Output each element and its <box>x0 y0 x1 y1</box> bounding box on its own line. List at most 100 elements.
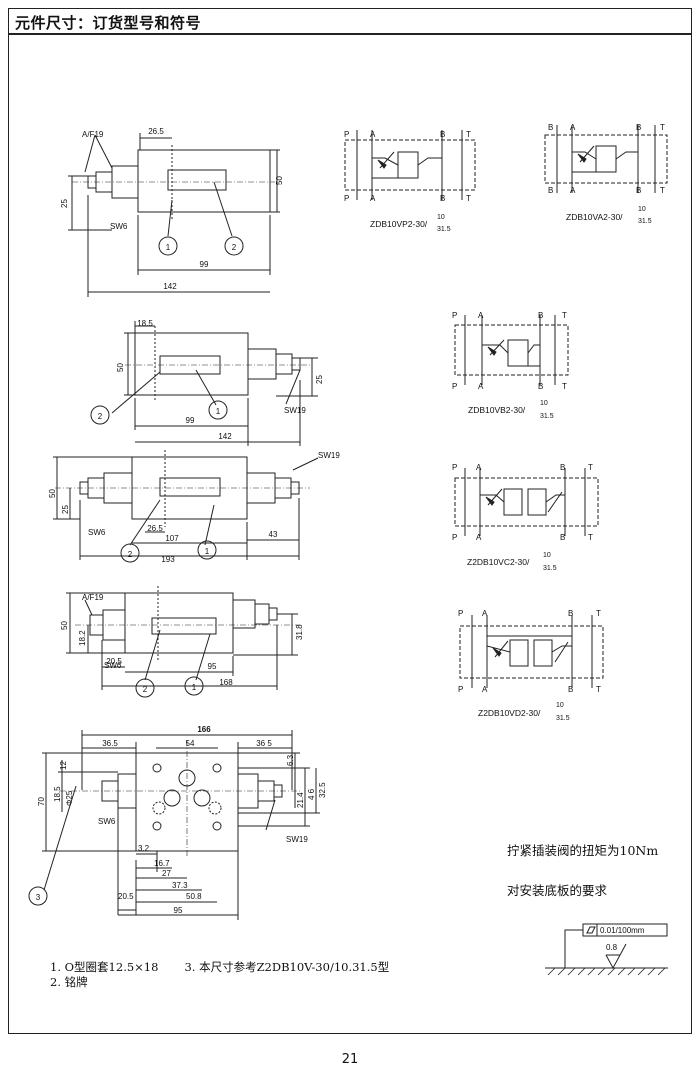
v4-dim-31-8: 31.8 <box>295 624 304 640</box>
v4-dim-50: 50 <box>60 621 69 630</box>
s5-port-p-bottom: P <box>458 685 463 694</box>
s5-pressure-10: 10 <box>556 702 564 709</box>
s1-port-a-top: A <box>370 130 376 139</box>
s2-port-t-top: T <box>660 123 665 132</box>
v3-dim-43: 43 <box>269 530 278 539</box>
v3-dim-107: 107 <box>165 534 179 543</box>
s1-port-a-bottom: A <box>370 194 376 203</box>
s5-port-b-bottom: B <box>568 685 573 694</box>
s5-port-b-top: B <box>568 609 573 618</box>
footnotes: 1. O型圈套12.5×18 3. 本尺寸参考Z2DB10V-30/10.31.5… <box>50 960 389 990</box>
s3-port-p-bottom: P <box>452 382 457 391</box>
v4-dim-168: 168 <box>219 678 233 687</box>
s5-port-t-top: T <box>596 609 601 618</box>
v2-callout-1: 1 <box>216 407 221 416</box>
v5-dim-54: 54 <box>186 739 195 748</box>
v2-dim-50: 50 <box>116 363 125 372</box>
s2-pressure-31-5: 31.5 <box>638 218 652 225</box>
s2-port-b-bottom: B <box>636 186 641 195</box>
s3-pressure-31-5: 31.5 <box>540 413 554 420</box>
v4-callout-1: 1 <box>192 683 197 692</box>
s1-port-t-top: T <box>466 130 471 139</box>
v1-dim-50: 50 <box>275 176 284 185</box>
v1-callout-1: 1 <box>166 243 171 252</box>
s1-pressure-31-5: 31.5 <box>437 226 451 233</box>
v5-dim-4-6: 4 6 <box>307 788 316 800</box>
s3-port-a-top: A <box>478 311 484 320</box>
roughness-value: 0.8 <box>606 943 618 952</box>
s3-port-t-top: T <box>562 311 567 320</box>
s5-port-t-bottom: T <box>596 685 601 694</box>
page-title: 元件尺寸：订货型号和符号 <box>15 14 202 32</box>
s2-port-b-top: B <box>636 123 641 132</box>
s1-port-t-bottom: T <box>466 194 471 203</box>
v5-dim-95: 95 <box>174 906 183 915</box>
view-2-drawing: 18.5 50 25 SW19 99 142 2 1 <box>90 319 324 446</box>
v2-dim-99: 99 <box>186 416 195 425</box>
s1-port-p-top: P <box>344 130 349 139</box>
v3-dim-26-5: 26.5 <box>147 524 163 533</box>
v3-sw19-label: SW19 <box>318 451 340 460</box>
s3-port-p-top: P <box>452 311 457 320</box>
v5-dim-16-7: 16.7 <box>154 859 170 868</box>
view-4-drawing: A/F19 50 18.2 31.8 SW6 20.5 95 168 2 1 <box>60 586 304 698</box>
s1-port-b-bottom: B <box>440 194 445 203</box>
v1-dim-25: 25 <box>60 199 69 208</box>
s4-port-a-top: A <box>476 463 482 472</box>
s3-port-b-bottom: B <box>538 382 543 391</box>
v1-sw6-label: SW6 <box>110 222 128 231</box>
v1-af-label: A/F19 <box>82 130 104 139</box>
s4-model: Z2DB10VC2-30/ <box>467 557 530 567</box>
view-5-drawing: 166 36.5 54 36 5 12 70 18.5 Φ25 6.3 21.4… <box>28 725 327 920</box>
s2-port-a-bottom: A <box>570 186 576 195</box>
s3-port-a-bottom: A <box>478 382 484 391</box>
v5-dim-20-5: 20.5 <box>118 892 134 901</box>
page-number: 21 <box>341 1052 359 1067</box>
view-1-drawing: A/F19 26.5 50 25 SW6 99 142 1 2 <box>60 127 284 297</box>
v1-dim-142: 142 <box>163 282 177 291</box>
footnote-3: 3. 本尺寸参考Z2DB10V-30/10.31.5型 <box>184 960 390 974</box>
torque-note: 拧紧插装阀的扭矩为10Nm <box>507 843 659 858</box>
v5-dim-32-5: 32.5 <box>318 782 327 798</box>
v3-sw6-label: SW6 <box>88 528 106 537</box>
symbol-zdb10vb2: P A B T P A B T ZDB10VB2-30/ 10 31.5 <box>452 311 569 420</box>
s4-pressure-10: 10 <box>543 552 551 559</box>
s4-port-a-bottom: A <box>476 533 482 542</box>
v5-dim-3-2: 3.2 <box>138 844 150 853</box>
v5-sw19-label: SW19 <box>286 835 308 844</box>
mounting-surface-requirement: 0.01/100mm 0.8 <box>545 923 668 976</box>
v5-dim-36-5-right: 36 5 <box>256 739 272 748</box>
v2-dim-25: 25 <box>315 375 324 384</box>
v4-af-label: A/F19 <box>82 593 104 602</box>
v5-sw6-label: SW6 <box>98 817 116 826</box>
s2-port-a-top: A <box>570 123 576 132</box>
v5-dim-27: 27 <box>162 869 171 878</box>
s1-pressure-10: 10 <box>437 214 445 221</box>
v5-dim-36-5-left: 36.5 <box>102 739 118 748</box>
footnote-1: 1. O型圈套12.5×18 <box>50 960 159 974</box>
s1-port-b-top: B <box>440 130 445 139</box>
s4-pressure-31-5: 31.5 <box>543 565 557 572</box>
v3-callout-2: 2 <box>128 550 133 559</box>
content-frame <box>8 34 692 1034</box>
v2-sw19-label: SW19 <box>284 406 306 415</box>
s2-port-b-top-left: B <box>548 123 553 132</box>
v5-dim-21-4: 21.4 <box>296 792 305 808</box>
v5-dim-12: 12 <box>59 761 68 770</box>
v1-dim-99: 99 <box>200 260 209 269</box>
s5-port-a-top: A <box>482 609 488 618</box>
v5-dim-166: 166 <box>197 725 211 734</box>
s4-port-b-bottom: B <box>560 533 565 542</box>
view-3-drawing: SW19 50 25 SW6 26.5 107 43 193 2 1 <box>48 450 340 564</box>
s2-port-t-bottom: T <box>660 186 665 195</box>
symbol-zdb10va2: B A B T B A B T ZDB10VA2-30/ 10 31.5 <box>544 123 668 225</box>
s5-port-a-bottom: A <box>482 685 488 694</box>
s1-port-p-bottom: P <box>344 194 349 203</box>
v1-dim-26-5: 26.5 <box>148 127 164 136</box>
s1-model: ZDB10VP2-30/ <box>370 219 428 229</box>
s5-port-p-top: P <box>458 609 463 618</box>
v3-callout-1: 1 <box>205 547 210 556</box>
s2-pressure-10: 10 <box>638 206 646 213</box>
v3-dim-25: 25 <box>61 505 70 514</box>
